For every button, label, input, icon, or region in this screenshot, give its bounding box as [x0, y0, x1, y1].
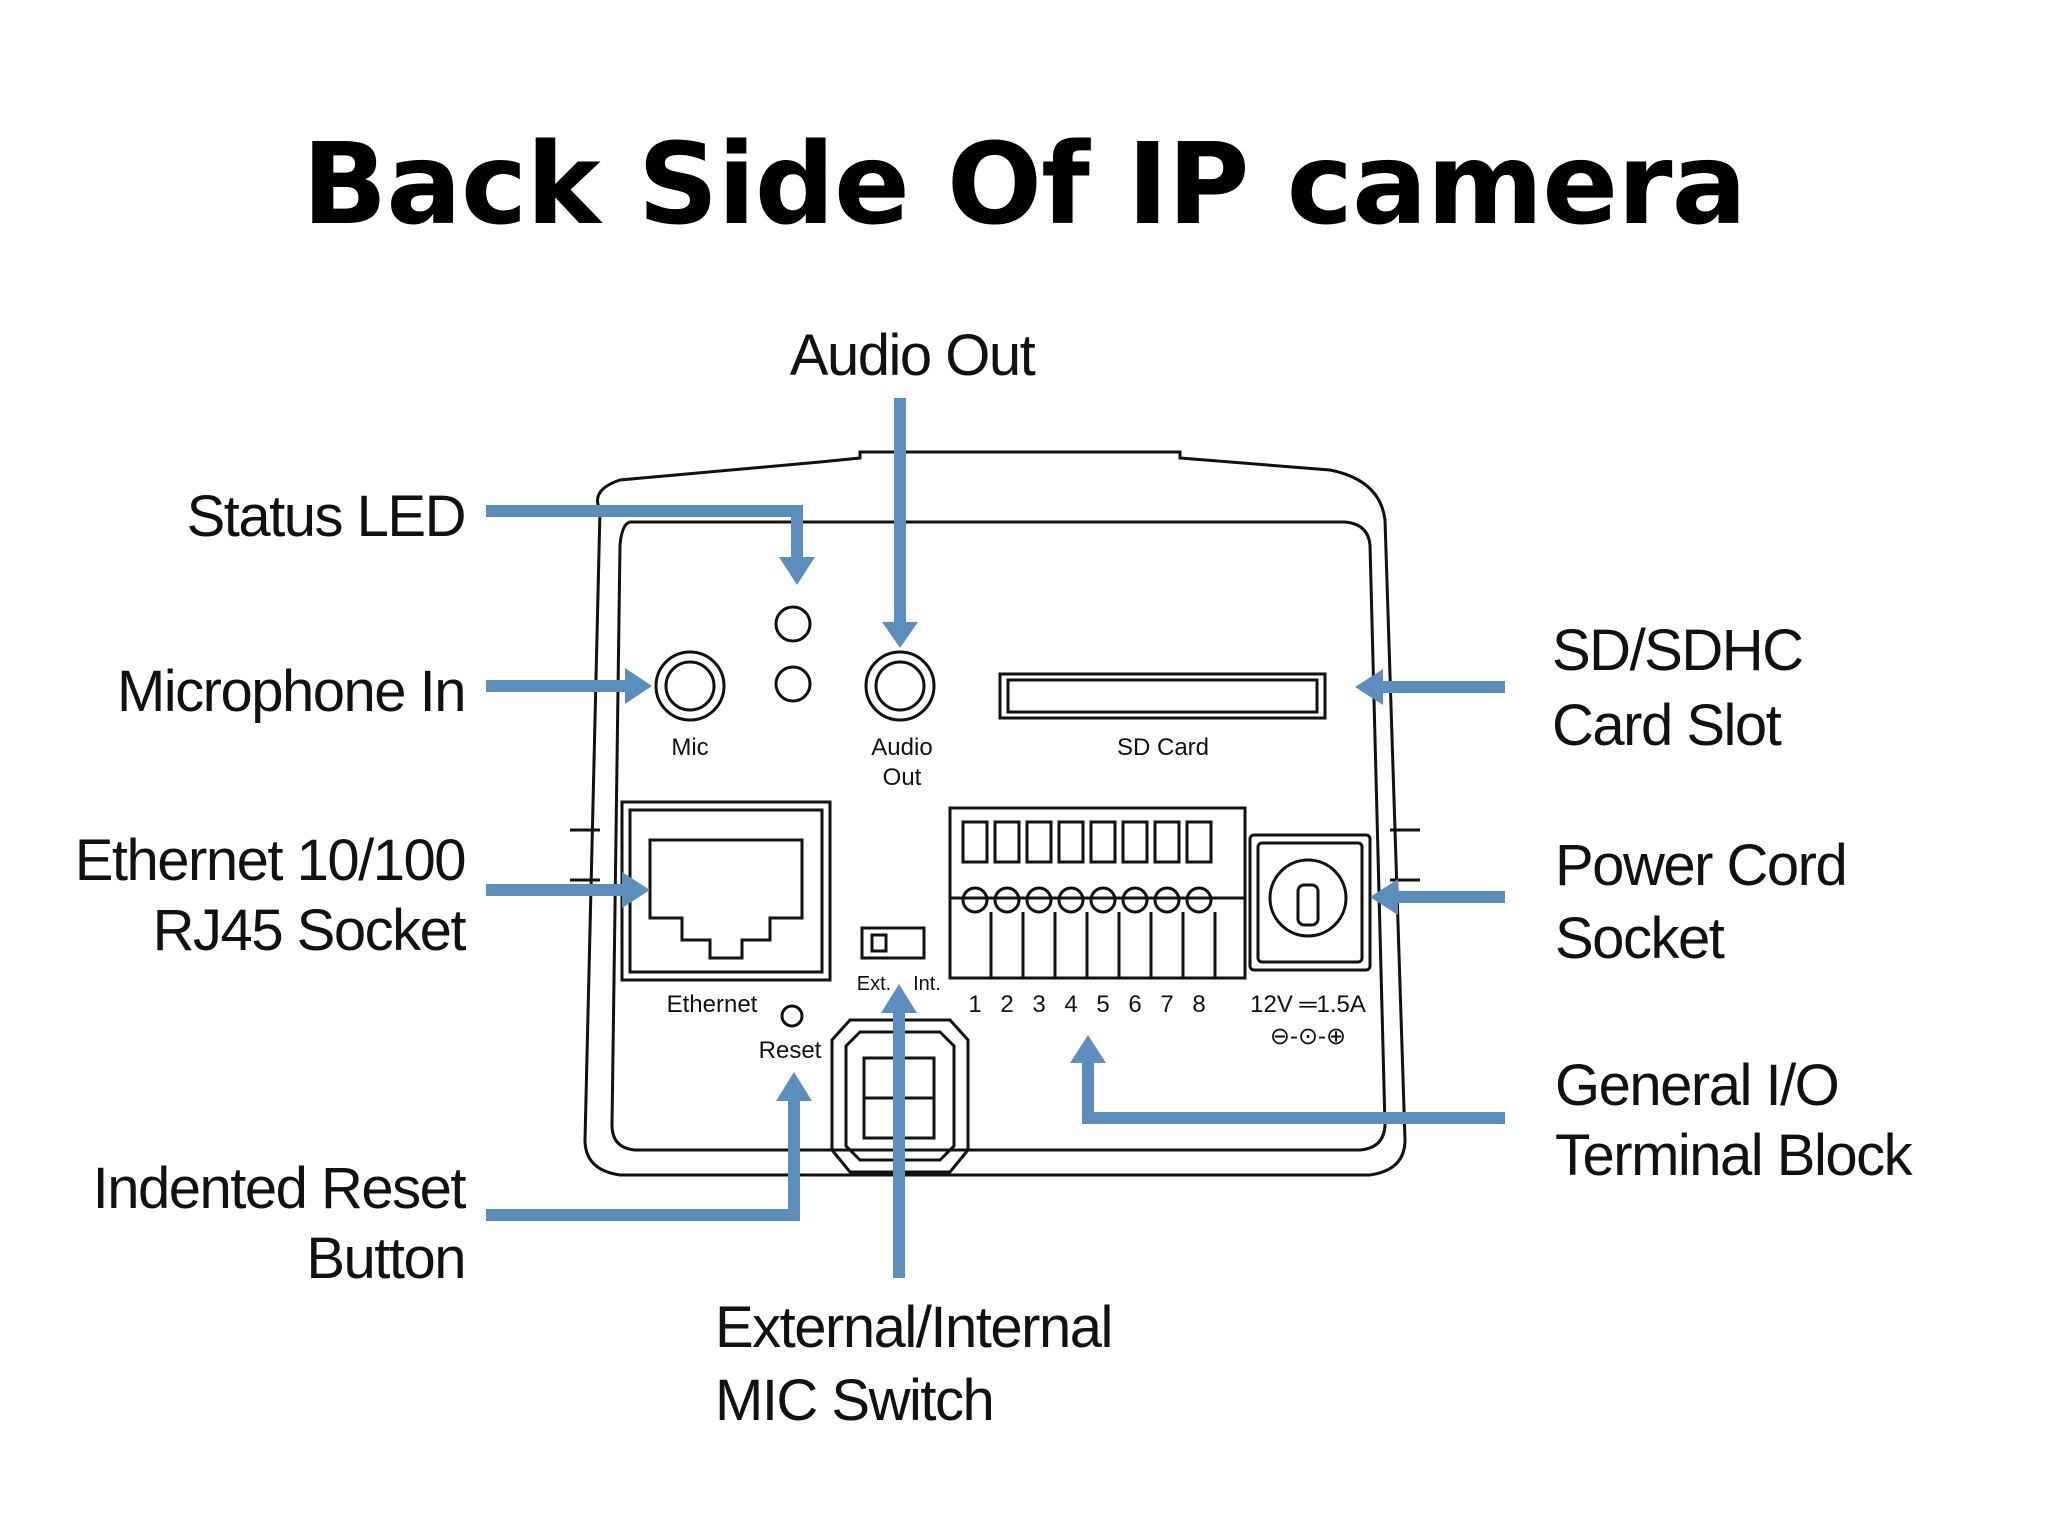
terminal-pin — [1121, 886, 1149, 914]
arrowhead-power — [1370, 879, 1398, 915]
status-led-indicators — [774, 605, 812, 703]
ethernet-socket: Ethernet Reset — [620, 800, 832, 1064]
audio-out-jack: Audio Out — [864, 650, 936, 791]
label-reset-1: Indented Reset — [93, 1156, 467, 1221]
terminal-pin — [993, 886, 1021, 914]
label-mic-switch-1: External/Internal — [715, 1295, 1112, 1360]
terminal-screw-slot — [961, 820, 989, 864]
terminal-pin — [1153, 886, 1181, 914]
terminal-number-label: 6 — [1128, 991, 1141, 1018]
label-io-1: General I/O — [1555, 1053, 1838, 1118]
arrowhead-microphone-in — [625, 668, 652, 704]
terminal-number-label: 4 — [1064, 991, 1077, 1018]
ethernet-label: Ethernet — [667, 991, 758, 1018]
terminal-number-label: 1 — [968, 991, 981, 1018]
label-io-2: Terminal Block — [1555, 1123, 1914, 1188]
arrow-status-led — [486, 505, 803, 560]
label-audio-out: Audio Out — [790, 323, 1036, 388]
arrowhead-reset — [776, 1072, 812, 1101]
label-sd-2: Card Slot — [1552, 693, 1782, 758]
power-socket: 12V ═1.5A ⊖-⊙-⊕ — [1248, 833, 1372, 1050]
terminal-screw-slot — [1185, 820, 1213, 864]
terminal-pin — [1057, 886, 1085, 914]
callout-labels: Audio Out Status LED Microphone In Ether… — [75, 323, 1915, 1433]
terminal-pin — [1089, 886, 1117, 914]
arrowhead-status-led — [779, 557, 815, 585]
power-rating-label: 12V ═1.5A — [1250, 991, 1366, 1018]
microphone-jack: Mic — [654, 650, 726, 761]
arrowhead-audio-out — [882, 622, 918, 648]
polarity-label: ⊖-⊙-⊕ — [1270, 1023, 1346, 1050]
terminal-number-label: 2 — [1000, 991, 1013, 1018]
terminal-number-label: 3 — [1032, 991, 1045, 1018]
audio-out-label-1: Audio — [871, 734, 932, 761]
label-status-led: Status LED — [187, 484, 465, 549]
label-ethernet-1: Ethernet 10/100 — [75, 828, 465, 893]
label-power-2: Socket — [1555, 906, 1725, 971]
sd-card-label: SD Card — [1117, 734, 1209, 761]
terminal-pin — [961, 886, 989, 914]
label-reset-2: Button — [306, 1226, 465, 1291]
terminal-screw-slot — [1057, 820, 1085, 864]
arrow-reset — [486, 1098, 800, 1221]
arrowhead-ethernet — [622, 872, 650, 908]
mic-label: Mic — [671, 734, 708, 761]
arrowhead-general-io — [1070, 1035, 1106, 1063]
terminal-pin — [1025, 886, 1053, 914]
terminal-number-label: 7 — [1160, 991, 1173, 1018]
label-microphone-in: Microphone In — [117, 659, 465, 724]
ext-label: Ext. — [857, 973, 891, 995]
camera-housing — [570, 450, 1420, 1177]
terminal-screw-slot — [1089, 820, 1117, 864]
terminal-number-label: 8 — [1192, 991, 1205, 1018]
label-sd-1: SD/SDHC — [1552, 618, 1803, 683]
label-ethernet-2: RJ45 Socket — [153, 898, 467, 963]
terminal-screw-slot — [1153, 820, 1181, 864]
terminal-screw-slot — [993, 820, 1021, 864]
sd-card-slot: SD Card — [998, 672, 1327, 761]
label-mic-switch-2: MIC Switch — [715, 1368, 993, 1433]
page-title: Back Side Of IP camera — [301, 120, 1747, 250]
arrow-general-io — [1082, 1060, 1505, 1124]
terminal-screw-slot — [1025, 820, 1053, 864]
arrowhead-mic-switch — [881, 984, 917, 1013]
arrowhead-sd-card — [1355, 669, 1383, 705]
label-power-1: Power Cord — [1555, 833, 1846, 898]
mic-switch: Ext. Int. — [857, 926, 941, 995]
int-label: Int. — [913, 973, 941, 995]
terminal-screw-slot — [1121, 820, 1149, 864]
terminal-pin — [1185, 886, 1213, 914]
reset-label: Reset — [759, 1037, 822, 1064]
terminal-number-label: 5 — [1096, 991, 1109, 1018]
callout-arrows — [486, 398, 1505, 1278]
audio-out-label-2: Out — [883, 764, 922, 791]
